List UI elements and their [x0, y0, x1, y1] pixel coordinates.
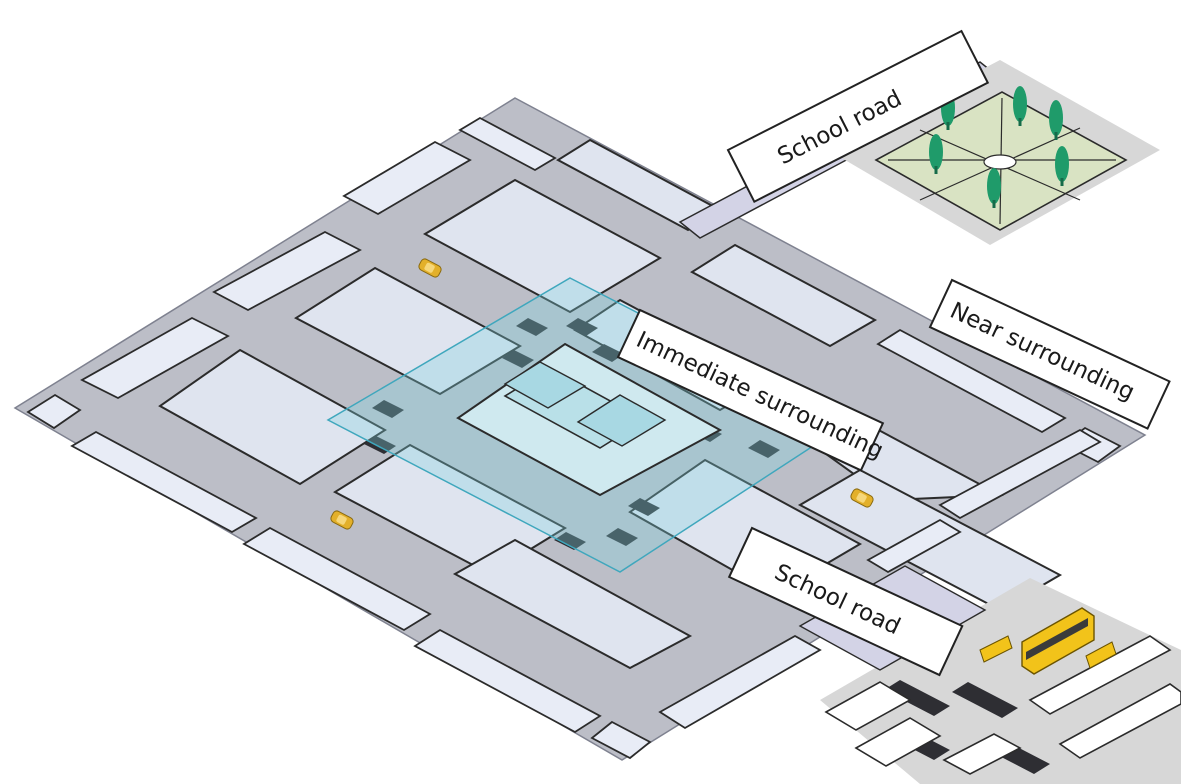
school-wing: [576, 394, 667, 447]
bus-shelter-icon: [979, 635, 1013, 663]
block: [452, 538, 693, 670]
crossing: [748, 440, 780, 458]
block: [70, 430, 258, 534]
crossing: [554, 532, 586, 550]
perimeter-blocks: [26, 116, 1122, 760]
crossing: [628, 498, 660, 516]
block: [242, 526, 432, 632]
block: [876, 328, 1067, 434]
bus-icon: [1021, 607, 1095, 675]
school-wing: [503, 361, 587, 409]
block: [422, 178, 663, 314]
crossing: [566, 318, 598, 336]
school-building: [456, 342, 723, 497]
block: [158, 348, 387, 486]
block: [458, 116, 557, 172]
park: [828, 60, 1160, 245]
block: [938, 428, 1102, 520]
crossing: [364, 436, 396, 454]
block: [26, 393, 82, 430]
block: [658, 634, 822, 730]
crossing: [606, 528, 638, 546]
block: [413, 628, 602, 734]
block: [690, 243, 878, 348]
crossing: [516, 318, 548, 336]
bus-shelter-icon: [1085, 641, 1117, 669]
crossing: [592, 344, 624, 362]
crossing: [372, 400, 404, 418]
block: [942, 733, 1022, 775]
block: [854, 717, 942, 767]
block: [556, 138, 722, 232]
crossing: [952, 682, 1018, 718]
crossing: [884, 680, 950, 716]
block: [1058, 683, 1181, 759]
block: [80, 316, 230, 400]
block: [866, 518, 962, 574]
block: [590, 720, 652, 760]
block: [294, 266, 523, 396]
block: [824, 681, 912, 731]
block: [342, 140, 472, 216]
bottom-intersection: [798, 565, 1181, 784]
fountain: [983, 154, 1017, 170]
block: [212, 230, 362, 312]
crossing: [502, 350, 534, 368]
